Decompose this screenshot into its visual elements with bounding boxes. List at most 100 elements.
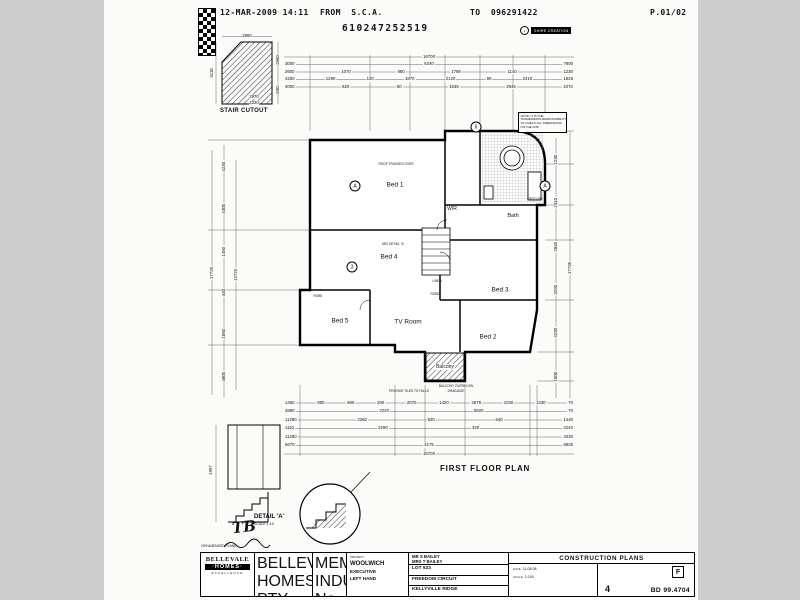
dim-col-left-inner: 13725 bbox=[232, 160, 240, 390]
dimension-label: 980 bbox=[346, 399, 356, 406]
dimension-label: 1230 bbox=[562, 68, 574, 75]
annotation-tiles: PROVIDE TILES TO FALLS bbox=[389, 389, 429, 393]
dimension-label: 4175 bbox=[423, 442, 435, 448]
dimension-label: 2410 bbox=[552, 197, 559, 209]
annotation-see-detail: SEE DETAIL 'A' bbox=[381, 242, 405, 246]
title-block-divider bbox=[597, 563, 598, 596]
room-label-balcony: Balcony bbox=[435, 364, 455, 370]
drawing-number: BD 99.4704 bbox=[650, 587, 690, 594]
dimension-label: 4800 bbox=[220, 370, 227, 383]
dimension-label: 5820 bbox=[472, 408, 485, 414]
dimension-label: 640 bbox=[494, 416, 504, 423]
dimension-label: 1420 bbox=[438, 399, 450, 406]
dimension-label: 6240 bbox=[423, 61, 435, 67]
dimension-label: 1070 bbox=[340, 68, 352, 75]
dimension-label: 2845 bbox=[552, 240, 559, 253]
client-names: MR S BAILEY MRS T BAILEY bbox=[409, 553, 508, 564]
date-value: 11.08.08 bbox=[522, 567, 537, 571]
dimension-label: 1030 bbox=[502, 399, 515, 406]
room-label-bed4: Bed 4 bbox=[380, 253, 398, 261]
dimension-label: 1290 bbox=[324, 76, 337, 82]
dimension-label: 820 bbox=[341, 83, 351, 90]
annotation-balcony-overflow: BALCONY OVERFLOW bbox=[438, 384, 474, 388]
room-label-bed3: Bed 3 bbox=[491, 286, 509, 294]
dimension-label: 1230 bbox=[552, 153, 559, 166]
project-cell: PROJECT WOOLWICH EXECUTIVE LEFT HAND bbox=[347, 553, 409, 596]
annotation-drainage: DRAINAGE bbox=[447, 389, 465, 393]
dimension-label: 1140 bbox=[506, 68, 518, 75]
room-label-wir: WIR bbox=[447, 206, 457, 212]
dimension-label: 1825 bbox=[562, 76, 574, 82]
dimension-label: 2410 bbox=[521, 76, 534, 82]
dim-col-left-outer: 17725 bbox=[208, 150, 216, 395]
dimension-label: 16700 bbox=[422, 53, 436, 60]
fax-datetime: 12-MAR-2009 14:11 bbox=[220, 8, 309, 17]
dim-row-top-0: 16700 bbox=[284, 54, 574, 60]
dimension-label: 2290 bbox=[377, 425, 389, 431]
scale-value: 1:100 bbox=[524, 575, 534, 579]
dimension-label: 1330 bbox=[534, 399, 547, 406]
note-line: TRADESMANS RESPONSIBILITY bbox=[520, 117, 567, 122]
dimension-label: 1450 bbox=[220, 245, 227, 258]
fax-id-number: 610247252519 bbox=[342, 23, 429, 34]
project-series: EXECUTIVE bbox=[350, 569, 377, 574]
dimension-label: 17735 bbox=[566, 261, 573, 275]
dimension-label: 2260 bbox=[356, 416, 368, 423]
builder-logo: BELLEVALE ·HOMES· EXCELLENCE bbox=[201, 553, 255, 596]
section-marker-a-left: A bbox=[349, 180, 361, 192]
company-detail-line: HOUSING INDUSTRY bbox=[315, 573, 346, 590]
dimension-label: 4000 bbox=[284, 83, 296, 90]
stair-cutout-dim-bottom-2: 2320 bbox=[249, 99, 259, 106]
dimension-label: 880 bbox=[316, 399, 326, 406]
client-cell: MR S BAILEY MRS T BAILEY LOT 923 FREEDOM… bbox=[409, 553, 509, 596]
dimension-label: 130 bbox=[365, 76, 375, 82]
dimension-label: 4240 bbox=[562, 425, 574, 431]
room-label-bed5: Bed 5 bbox=[331, 317, 349, 325]
fax-to: TO 096291422 bbox=[470, 8, 538, 17]
client-street: FREEDOM CIRCUIT bbox=[409, 574, 508, 586]
section-marker-a-right: A bbox=[539, 180, 551, 192]
project-name: WOOLWICH bbox=[350, 561, 385, 567]
room-label-tv-room: TV Room bbox=[394, 318, 422, 326]
project-label: PROJECT bbox=[350, 555, 365, 559]
logo-homes: ·HOMES· bbox=[205, 564, 250, 570]
dimension-label: 2946 bbox=[505, 83, 517, 90]
logo-name: BELLEVALE bbox=[205, 556, 250, 563]
company-details: BELLEVALE HOMES PTY LTDHarvest Quay81 Ba… bbox=[255, 553, 313, 596]
client-suburb: KELLYVILLE RIDGE bbox=[409, 585, 508, 596]
stair-cutout-label: STAIR CUTOUT bbox=[220, 108, 268, 114]
dimension-label: 2600 bbox=[284, 68, 296, 75]
dimension-label: 2070 bbox=[405, 399, 418, 406]
amendment-note: 29/9 AMENDED PLANS bbox=[201, 544, 237, 548]
dimension-label: 70 bbox=[567, 399, 574, 406]
stair-cutout-dim-right-2: 930 bbox=[274, 86, 281, 94]
dimension-label: 90 bbox=[395, 83, 403, 90]
shire-stamp: • SHIRE CREATION bbox=[520, 26, 572, 35]
company-membership: MEMBERHOUSING INDUSTRYASSOCIATIONLIC No.… bbox=[313, 553, 347, 596]
client-name-1: MR S BAILEY bbox=[412, 554, 440, 559]
company-detail-line: MEMBER bbox=[315, 555, 346, 572]
dimension-label: 17725 bbox=[208, 265, 215, 280]
dimension-label: 4890 bbox=[284, 408, 296, 414]
client-lot: LOT 923 bbox=[409, 564, 508, 575]
stair-cutout-dim-top: 2860 bbox=[242, 32, 252, 39]
dimension-label: 1070 bbox=[562, 83, 574, 90]
dimension-label: 3290 bbox=[552, 283, 559, 296]
dimension-label: 2978 bbox=[470, 399, 482, 406]
stair-cutout-dim-bottom-1: 2970 bbox=[249, 93, 259, 100]
dimension-label: 5825 bbox=[562, 442, 574, 448]
dimension-label: 1635 bbox=[448, 83, 460, 90]
note-line: NOTE: IT IS THE bbox=[520, 113, 544, 118]
section-marker-6: 6 bbox=[470, 121, 482, 133]
